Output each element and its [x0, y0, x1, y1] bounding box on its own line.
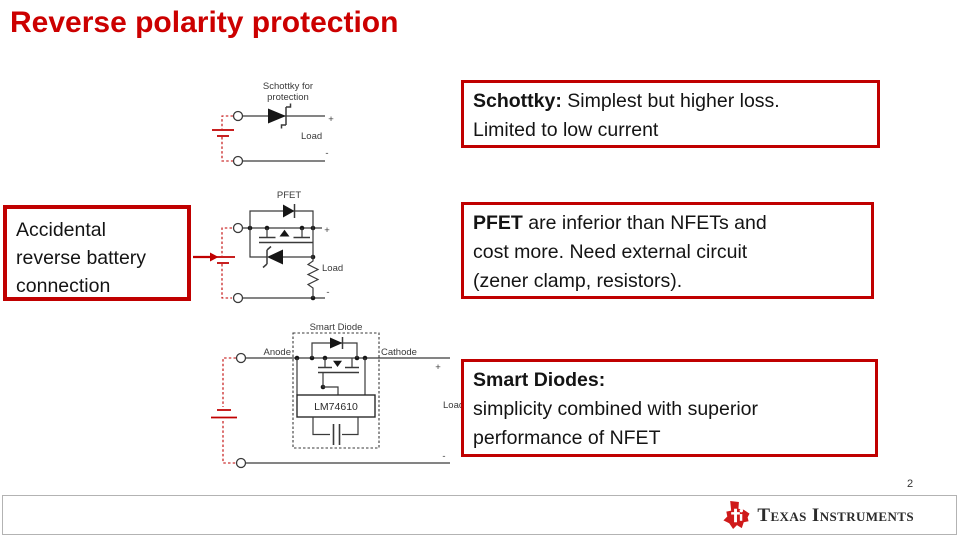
battery-icon [212, 115, 234, 162]
load-label: Load [301, 131, 322, 142]
terminal-anode [235, 352, 247, 364]
page-title: Reverse polarity protection [10, 6, 399, 39]
nfet-transistor-icon [318, 358, 359, 395]
zener-diode-icon [249, 228, 313, 269]
minus-label: - [325, 148, 328, 159]
page-number: 2 [906, 478, 914, 490]
callout-line: Schottky: Simplest but higher loss. [473, 90, 780, 112]
terminal-negative [235, 457, 247, 469]
footer-bar: Texas Instruments [2, 495, 957, 535]
pfet-transistor-icon [259, 228, 314, 257]
callout-line: PFET are inferior than NFETs and [473, 212, 767, 234]
smart-diode-caption: Smart Diode [310, 322, 363, 333]
terminal-negative [232, 292, 244, 304]
load-label: Load [322, 263, 343, 274]
callout-smart-diodes: Smart Diodes: simplicity combined with s… [461, 359, 878, 457]
callout-line: Smart Diodes: [473, 369, 606, 391]
callout-line: performance of NFET [473, 427, 661, 449]
plus-label: + [324, 225, 330, 236]
callout-line: connection [16, 275, 111, 297]
body-diode-icon [249, 204, 314, 228]
callout-line: simplicity combined with superior [473, 398, 759, 420]
cathode-label: Cathode [381, 347, 417, 358]
resistor-icon [306, 257, 320, 298]
terminal-positive [232, 222, 244, 234]
ti-logo-text: Texas Instruments [757, 504, 914, 526]
callout-line: Limited to low current [473, 119, 659, 141]
terminal-positive [232, 110, 244, 122]
plus-label: + [435, 362, 441, 373]
terminal-negative [232, 155, 244, 167]
callout-line: (zener clamp, resistors). [473, 270, 683, 292]
smart-diode-circuit: LM74610 Smart Diode Anode Cathode + Load… [211, 322, 464, 469]
callout-reverse-battery: Accidental reverse battery connection [3, 205, 191, 301]
ti-logo-icon [723, 500, 750, 529]
schottky-caption-line2: protection [267, 92, 309, 103]
minus-label: - [326, 287, 329, 298]
ti-logo: Texas Instruments [722, 500, 914, 530]
callout-line: reverse battery [16, 247, 147, 269]
callout-line: Accidental [16, 219, 106, 241]
schottky-diode-icon [268, 103, 292, 129]
load-label: Load [443, 400, 464, 411]
pfet-caption: PFET [277, 190, 301, 201]
capacitor-icon [312, 417, 359, 445]
anode-label: Anode [264, 347, 291, 358]
chip-label: LM74610 [314, 401, 358, 413]
plus-label: + [328, 114, 334, 125]
callout-pfet: PFET are inferior than NFETs and cost mo… [461, 202, 874, 299]
callout-line: cost more. Need external circuit [473, 241, 748, 263]
body-diode-icon [311, 337, 358, 358]
schottky-circuit: Schottky for protection + Load - [212, 81, 334, 167]
callout-schottky: Schottky: Simplest but higher loss. Limi… [461, 80, 880, 148]
battery-icon [212, 227, 235, 299]
pfet-circuit: PFET + Load - [212, 190, 343, 304]
battery-icon [211, 357, 237, 464]
schottky-caption-line1: Schottky for [263, 81, 313, 92]
lm74610-chip [296, 394, 376, 418]
minus-label: - [442, 451, 445, 462]
smart-diode-boundary [292, 332, 380, 449]
